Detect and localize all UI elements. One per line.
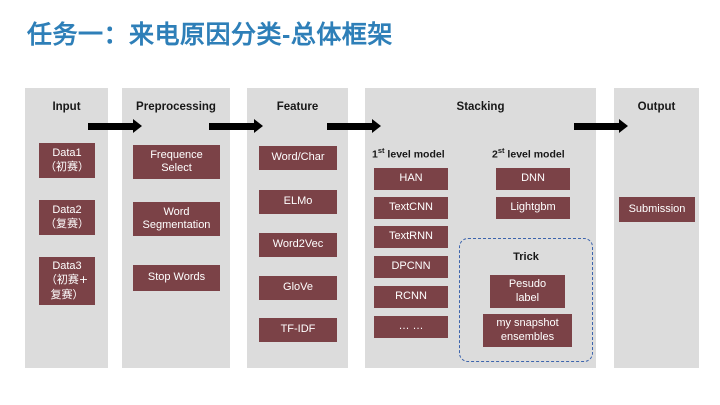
box-word-segmentation-line2: Segmentation: [142, 219, 211, 231]
box-textrnn-label: TextRNN: [388, 230, 433, 243]
box-glove-label: GloVe: [283, 281, 313, 294]
arrow-shaft: [209, 122, 254, 130]
box-more-models[interactable]: … …: [374, 316, 448, 338]
box-dpcnn-label: DPCNN: [391, 260, 431, 273]
box-elmo-label: ELMo: [283, 195, 313, 208]
box-han[interactable]: HAN: [374, 168, 448, 190]
arrow-head: [133, 119, 142, 133]
box-han-label: HAN: [399, 172, 423, 185]
box-data3-line1: Data3: [52, 259, 82, 272]
first-level-model-title-rest: level model: [384, 148, 445, 161]
box-pesudo-label[interactable]: Pesudo label: [490, 275, 565, 308]
box-word-char-label: Word/Char: [271, 151, 325, 164]
box-textrnn[interactable]: TextRNN: [374, 226, 448, 248]
box-data3[interactable]: Data3 （初赛+ 复赛）: [39, 257, 95, 305]
box-data3-line3: 复赛）: [50, 287, 84, 301]
box-dnn[interactable]: DNN: [496, 168, 570, 190]
box-stop-words[interactable]: Stop Words: [133, 265, 220, 291]
box-submission[interactable]: Submission: [619, 197, 695, 222]
box-tf-idf[interactable]: TF-IDF: [259, 318, 337, 342]
stage-panel-output: Output: [614, 88, 699, 368]
second-level-model-title-rest: level model: [504, 148, 565, 161]
arrow-shaft: [327, 122, 372, 130]
box-tf-idf-label: TF-IDF: [280, 323, 316, 336]
stage-title-input: Input: [52, 101, 81, 113]
trick-group-outline: [459, 238, 593, 362]
stage-title-preprocessing: Preprocessing: [136, 101, 216, 113]
box-word2vec-label: Word2Vec: [272, 238, 324, 251]
box-elmo[interactable]: ELMo: [259, 190, 337, 214]
box-word-segmentation-line1: Word: [163, 205, 190, 218]
arrow-shaft: [574, 122, 619, 130]
box-frequence-select[interactable]: Frequence Select: [133, 145, 220, 179]
stage-title-feature: Feature: [276, 101, 319, 113]
box-more-models-label: … …: [398, 320, 424, 333]
page-title: 任务一：来电原因分类-总体框架: [27, 21, 393, 49]
box-rcnn[interactable]: RCNN: [374, 286, 448, 308]
box-frequence-select-line2: Select: [161, 162, 192, 174]
arrow-right-icon-input-to-preprocessing: [88, 119, 142, 133]
arrow-shaft: [88, 122, 133, 130]
arrow-right-icon-feature-to-stacking: [327, 119, 381, 133]
box-rcnn-label: RCNN: [395, 290, 427, 303]
trick-group-title: Trick: [513, 251, 539, 263]
box-data2-line1: Data2: [52, 203, 82, 216]
arrow-right-icon-stacking-to-output: [574, 119, 628, 133]
box-data3-line2: （初赛+: [45, 273, 89, 287]
stage-title-stacking: Stacking: [456, 101, 505, 113]
box-word-segmentation[interactable]: Word Segmentation: [133, 202, 220, 236]
box-data1-line1: Data1: [52, 146, 82, 159]
box-snapshot-ensembles-line2: ensembles: [500, 330, 555, 343]
box-word2vec[interactable]: Word2Vec: [259, 233, 337, 257]
first-level-model-title-num: 1: [372, 148, 378, 161]
arrow-head: [372, 119, 381, 133]
box-textcnn-label: TextCNN: [388, 201, 433, 214]
arrow-head: [254, 119, 263, 133]
box-textcnn[interactable]: TextCNN: [374, 197, 448, 219]
box-dnn-label: DNN: [521, 172, 545, 185]
box-pesudo-label-line1: Pesudo: [508, 278, 547, 291]
arrow-head: [619, 119, 628, 133]
arrow-right-icon-preprocessing-to-feature: [209, 119, 263, 133]
box-snapshot-ensembles[interactable]: my snapshot ensembles: [483, 314, 572, 347]
first-level-model-title: 1st level model: [372, 146, 445, 161]
box-glove[interactable]: GloVe: [259, 276, 337, 300]
box-dpcnn[interactable]: DPCNN: [374, 256, 448, 278]
box-data1-line2: （初赛）: [45, 160, 89, 173]
second-level-model-title-sup: st: [497, 146, 505, 155]
first-level-model-title-sup: st: [377, 146, 385, 155]
stage-title-output: Output: [637, 101, 676, 113]
box-lightgbm[interactable]: Lightgbm: [496, 197, 570, 219]
box-stop-words-label: Stop Words: [147, 271, 206, 284]
second-level-model-title-num: 2: [492, 148, 498, 161]
box-pesudo-label-line2: label: [515, 291, 540, 304]
box-frequence-select-line1: Frequence: [150, 148, 203, 161]
box-word-char[interactable]: Word/Char: [259, 146, 337, 170]
box-data2[interactable]: Data2 （复赛）: [39, 200, 95, 235]
box-data1[interactable]: Data1 （初赛）: [39, 143, 95, 178]
box-data2-line2: （复赛）: [45, 217, 89, 230]
box-submission-label: Submission: [628, 202, 686, 215]
box-snapshot-ensembles-line1: my snapshot: [496, 317, 559, 330]
box-lightgbm-label: Lightgbm: [510, 201, 556, 214]
second-level-model-title: 2st level model: [492, 146, 565, 161]
